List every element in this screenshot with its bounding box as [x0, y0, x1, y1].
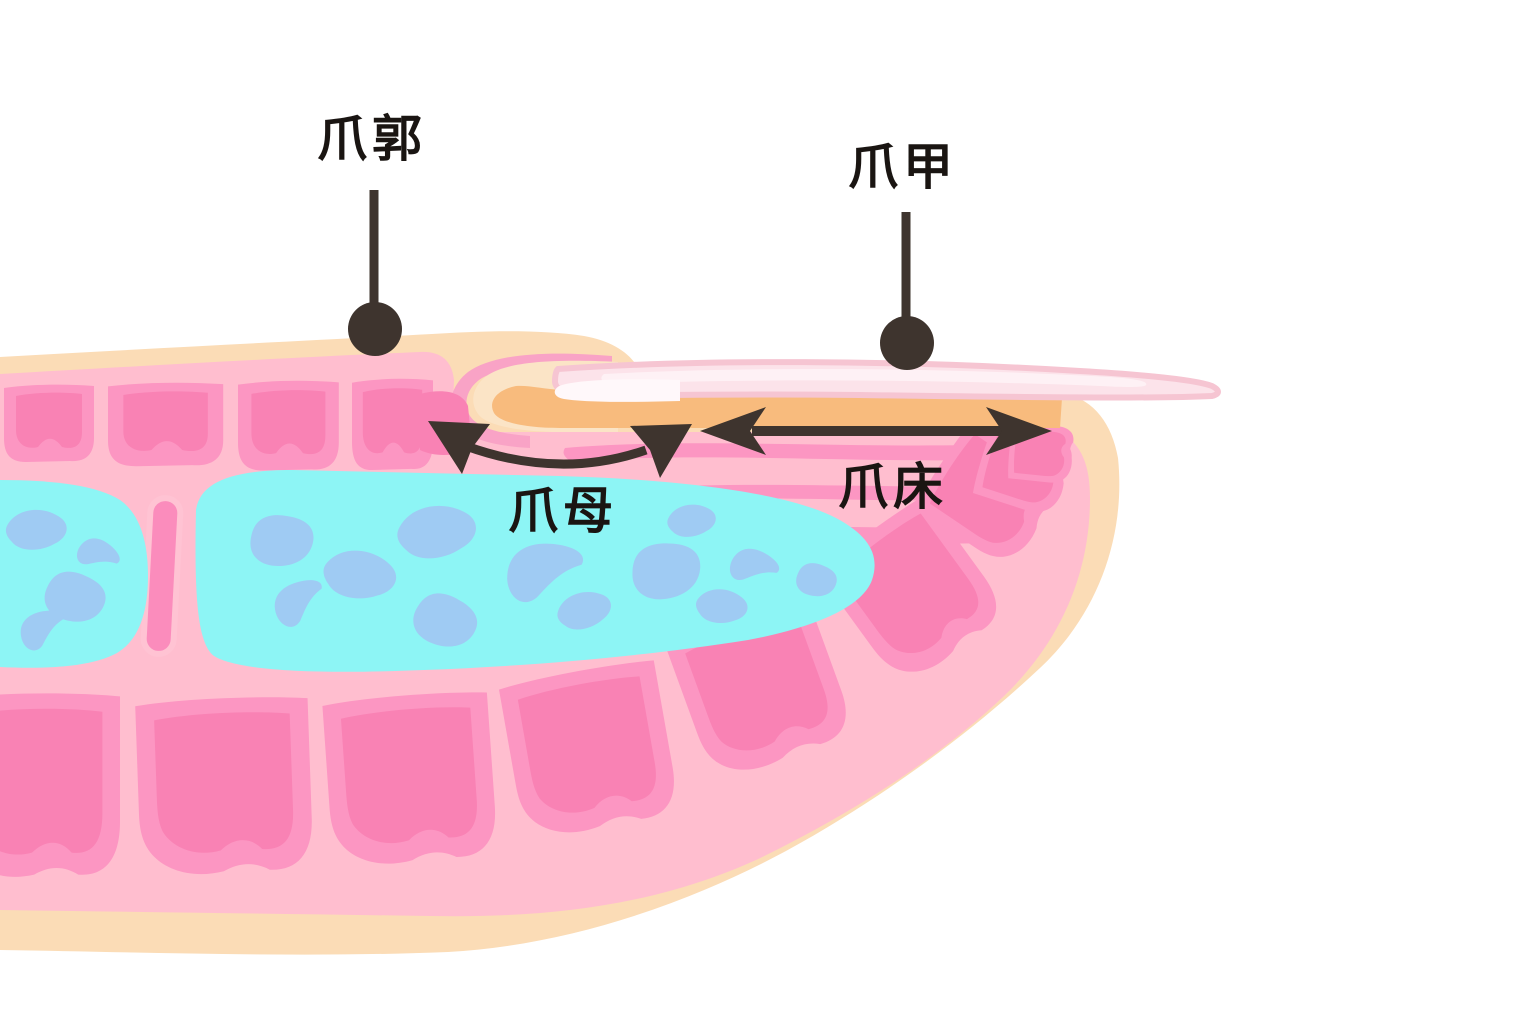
pointer-nail-fold	[348, 190, 402, 356]
annotation-arrows	[428, 407, 1052, 478]
matrix-arrow-head-left	[428, 421, 490, 474]
dermis-lobule	[0, 693, 120, 877]
dermis-lobule	[4, 384, 94, 462]
dermis-lobule	[135, 695, 314, 877]
label-nail-bed: 爪床	[838, 459, 948, 515]
pointer-dot	[348, 302, 402, 356]
dermis-lobule	[108, 382, 224, 467]
swirl-streak	[563, 442, 1042, 462]
label-nail-fold: 爪郭	[317, 111, 427, 167]
nail-root-highlight	[554, 379, 680, 402]
fingertip-cross-section: 爪郭 爪甲 爪母 爪床	[0, 111, 1221, 955]
dermis-lobule	[238, 380, 339, 471]
bed-arrow-head-left	[700, 407, 766, 455]
pointer-dot	[880, 316, 934, 370]
matrix-arrow-arc	[464, 441, 648, 469]
finger-joint-band	[140, 495, 184, 657]
matrix-arrow-head-right	[630, 424, 692, 478]
label-nail-plate: 爪甲	[848, 139, 958, 195]
nail-plate-highlight	[601, 368, 1147, 387]
pointer-nail-plate	[880, 212, 934, 370]
dermis-lobule	[322, 689, 499, 868]
bed-arrow-head-right	[986, 407, 1052, 455]
label-nail-matrix: 爪母	[508, 483, 618, 539]
